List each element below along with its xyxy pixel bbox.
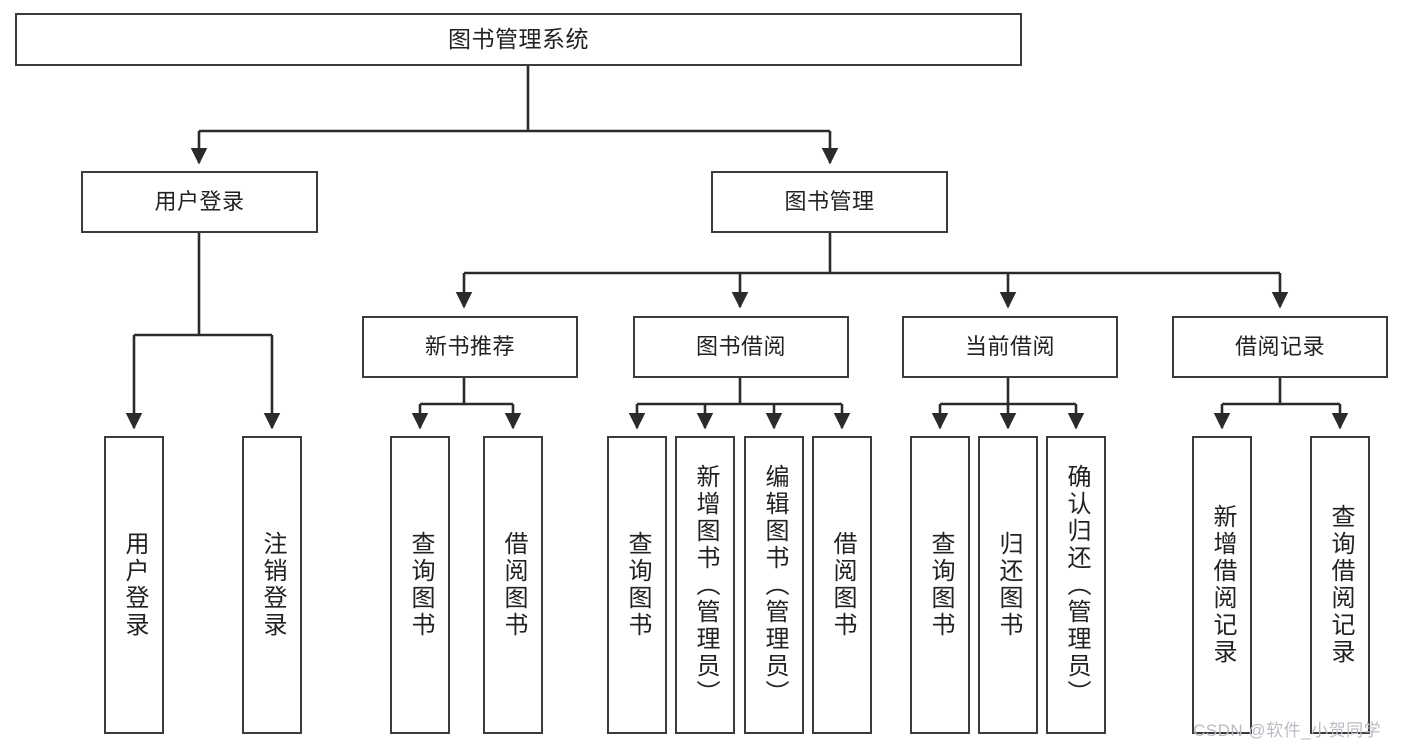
node-borrow-record-label: 借阅记录 — [1234, 334, 1325, 360]
node-leaf-query-book-1-label: 查询图书 — [407, 531, 434, 639]
node-root-label: 图书管理系统 — [448, 25, 589, 52]
node-current-borrow-label: 当前借阅 — [964, 334, 1055, 360]
node-leaf-query-book-1[interactable]: 查询图书 — [390, 436, 450, 734]
node-leaf-borrow-book-2-label: 借阅图书 — [829, 531, 856, 639]
node-current-borrow[interactable]: 当前借阅 — [902, 316, 1118, 378]
watermark-text: CSDN @软件_小贺同学 — [1193, 721, 1382, 740]
node-leaf-borrow-book-1[interactable]: 借阅图书 — [483, 436, 543, 734]
node-leaf-confirm-return-admin[interactable]: 确认归还（管理员） — [1046, 436, 1106, 734]
node-leaf-query-book-2[interactable]: 查询图书 — [607, 436, 667, 734]
node-leaf-return-book-label: 归还图书 — [995, 531, 1022, 639]
node-leaf-add-borrow-record-label: 新增借阅记录 — [1209, 504, 1236, 666]
node-leaf-query-book-3-label: 查询图书 — [927, 531, 954, 639]
node-leaf-return-book[interactable]: 归还图书 — [978, 436, 1038, 734]
node-leaf-query-borrow-record[interactable]: 查询借阅记录 — [1310, 436, 1370, 734]
node-leaf-query-book-3[interactable]: 查询图书 — [910, 436, 970, 734]
node-leaf-logout-login-label: 注销登录 — [259, 531, 286, 639]
node-leaf-user-login[interactable]: 用户登录 — [104, 436, 164, 734]
node-book-manage[interactable]: 图书管理 — [711, 171, 948, 233]
node-leaf-query-borrow-record-label: 查询借阅记录 — [1327, 504, 1354, 666]
node-borrow-record[interactable]: 借阅记录 — [1172, 316, 1388, 378]
node-book-borrow-label: 图书借阅 — [695, 334, 786, 360]
node-new-book-recommend-label: 新书推荐 — [424, 334, 515, 360]
node-leaf-add-book-admin[interactable]: 新增图书（管理员） — [675, 436, 735, 734]
node-book-borrow[interactable]: 图书借阅 — [633, 316, 849, 378]
node-user-login[interactable]: 用户登录 — [81, 171, 318, 233]
node-leaf-add-borrow-record[interactable]: 新增借阅记录 — [1192, 436, 1252, 734]
node-leaf-add-book-admin-label: 新增图书（管理员） — [692, 463, 719, 707]
node-leaf-borrow-book-1-label: 借阅图书 — [500, 531, 527, 639]
node-leaf-user-login-label: 用户登录 — [121, 531, 148, 639]
node-leaf-edit-book-admin-label: 编辑图书（管理员） — [761, 463, 788, 707]
node-leaf-confirm-return-admin-label: 确认归还（管理员） — [1063, 463, 1090, 707]
node-root[interactable]: 图书管理系统 — [15, 13, 1022, 66]
node-leaf-logout-login[interactable]: 注销登录 — [242, 436, 302, 734]
node-leaf-edit-book-admin[interactable]: 编辑图书（管理员） — [744, 436, 804, 734]
node-leaf-query-book-2-label: 查询图书 — [624, 531, 651, 639]
node-leaf-borrow-book-2[interactable]: 借阅图书 — [812, 436, 872, 734]
node-book-manage-label: 图书管理 — [784, 189, 875, 215]
node-new-book-recommend[interactable]: 新书推荐 — [362, 316, 578, 378]
node-user-login-label: 用户登录 — [154, 189, 245, 215]
